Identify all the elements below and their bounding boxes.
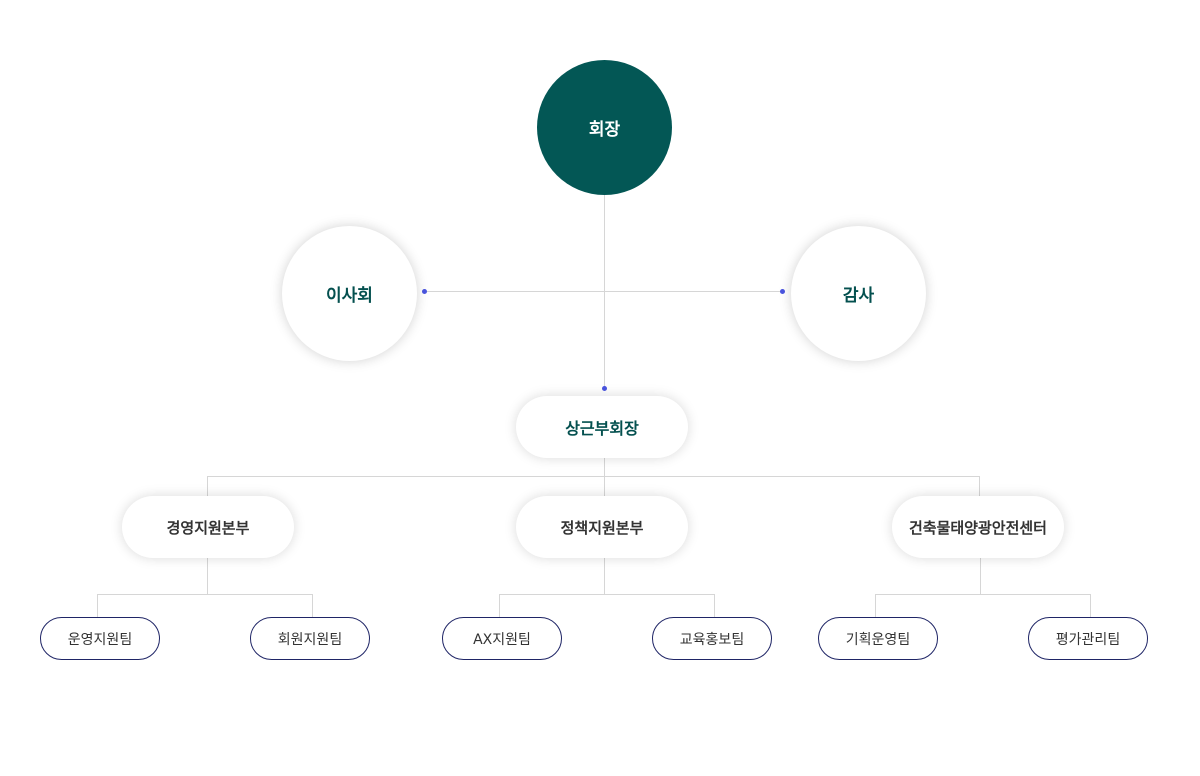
chairman-node: 회장	[537, 60, 672, 195]
div2-bus	[499, 594, 715, 595]
team-node: 회원지원팀	[250, 617, 370, 660]
board-connector-dot	[422, 289, 427, 294]
division-node-policy-support: 정책지원본부	[516, 496, 688, 558]
team-label: 회원지원팀	[277, 631, 343, 648]
team-node: 교육홍보팀	[652, 617, 772, 660]
chairman-label: 회장	[588, 120, 621, 140]
div2-drop-b	[714, 594, 715, 618]
vice-to-divisions-line	[604, 458, 605, 496]
team-label: AX지원팀	[473, 631, 531, 648]
division-node-solar-safety-center: 건축물태양광안전센터	[892, 496, 1064, 558]
div3-stem	[980, 558, 981, 594]
team-node: 운영지원팀	[40, 617, 160, 660]
auditor-label: 감사	[842, 286, 875, 306]
team-label: 운영지원팀	[67, 631, 133, 648]
team-node: 평가관리팀	[1028, 617, 1148, 660]
team-label: 기획운영팀	[845, 631, 911, 648]
board-auditor-line	[424, 291, 782, 292]
team-label: 평가관리팀	[1055, 631, 1121, 648]
board-node: 이사회	[282, 226, 417, 361]
team-node: 기획운영팀	[818, 617, 938, 660]
divisions-bus-line	[207, 476, 980, 477]
division-label: 정책지원본부	[560, 518, 644, 537]
division-drop-right	[979, 476, 980, 496]
div2-drop-a	[499, 594, 500, 618]
division-node-management-support: 경영지원본부	[122, 496, 294, 558]
vice-connector-dot	[602, 386, 607, 391]
vice-chairman-label: 상근부회장	[565, 419, 639, 438]
division-label: 건축물태양광안전센터	[908, 518, 1047, 537]
div1-stem	[207, 558, 208, 594]
team-label: 교육홍보팀	[679, 631, 745, 648]
division-drop-left	[207, 476, 208, 496]
div2-stem	[604, 558, 605, 594]
auditor-connector-dot	[780, 289, 785, 294]
division-label: 경영지원본부	[166, 518, 250, 537]
div3-drop-a	[875, 594, 876, 618]
vice-chairman-node: 상근부회장	[516, 396, 688, 458]
div1-drop-b	[312, 594, 313, 618]
board-label: 이사회	[326, 286, 373, 306]
auditor-node: 감사	[791, 226, 926, 361]
div3-drop-b	[1090, 594, 1091, 618]
team-node: AX지원팀	[442, 617, 562, 660]
div1-drop-a	[97, 594, 98, 618]
div3-bus	[875, 594, 1091, 595]
div1-bus	[97, 594, 313, 595]
